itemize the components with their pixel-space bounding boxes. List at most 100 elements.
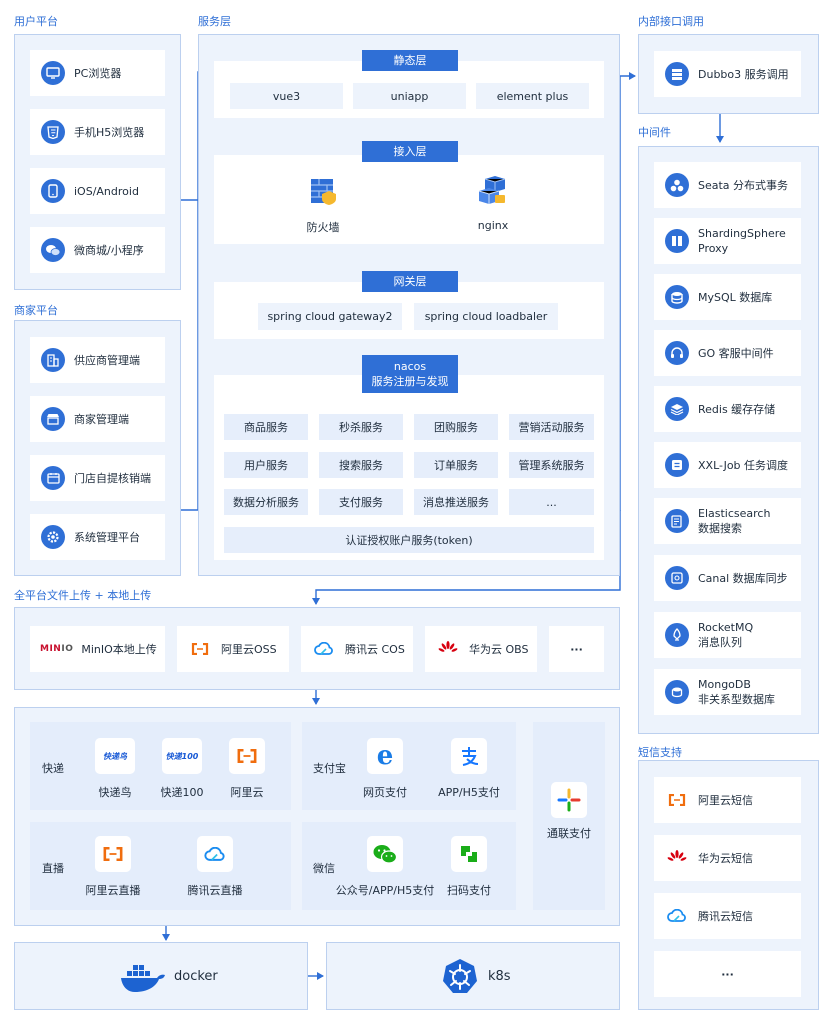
dubbo-item[interactable]: Dubbo3 服务调用 [654, 51, 801, 97]
internal-call-title: 内部接口调用 [638, 15, 704, 28]
gear-icon [41, 525, 65, 549]
nginx-label: nginx [477, 219, 509, 232]
sms-label: 华为云短信 [698, 852, 753, 865]
middleware-sublabel: 非关系型数据库 [698, 693, 775, 706]
static-tech-item[interactable]: vue3 [230, 83, 343, 109]
static-tech-item[interactable]: element plus [476, 83, 589, 109]
docker-icon [119, 960, 167, 994]
nacos-tag: nacos 服务注册与发现 [362, 355, 458, 393]
static-tech-item[interactable]: uniapp [353, 83, 466, 109]
html5-icon [41, 120, 65, 144]
middleware-sublabel: 消息队列 [698, 636, 742, 649]
kuaidiniao-logo: 快递鸟 [95, 738, 135, 774]
allinpay-label: 通联支付 [547, 827, 591, 840]
middleware-label: ShardingSphere [698, 227, 786, 240]
file-upload-label: 华为云 OBS [469, 643, 529, 656]
gateway-layer-tag: 网关层 [362, 271, 458, 292]
middleware-item[interactable]: MySQL 数据库 [654, 274, 801, 320]
wechat-pay-item-label: 扫码支付 [447, 884, 491, 897]
middleware-label: RocketMQ [698, 621, 754, 634]
service-item[interactable]: 订单服务 [414, 452, 498, 478]
file-upload-more[interactable]: ··· [549, 626, 604, 672]
middleware-item[interactable]: MongoDB 非关系型数据库 [654, 669, 801, 715]
leaf-icon [665, 680, 689, 704]
alipay-label: 支付宝 [313, 762, 346, 775]
service-item[interactable]: 用户服务 [224, 452, 308, 478]
service-item[interactable]: 消息推送服务 [414, 489, 498, 515]
service-item[interactable]: 团购服务 [414, 414, 498, 440]
kuaidi100-logo: 快递100 [162, 738, 202, 774]
express-item-label: 阿里云 [230, 786, 264, 799]
web-browser-icon: e [367, 738, 403, 774]
service-item[interactable]: 管理系统服务 [509, 452, 594, 478]
service-item[interactable]: 数据分析服务 [224, 489, 308, 515]
service-item[interactable]: 营销活动服务 [509, 414, 594, 440]
middleware-label: MySQL 数据库 [698, 290, 773, 304]
live-item-label: 阿里云直播 [85, 884, 141, 897]
user-platform-item[interactable]: 微商城/小程序 [30, 227, 165, 273]
sms-item[interactable]: 阿里云短信 [654, 777, 801, 823]
service-layer-title: 服务层 [198, 15, 231, 28]
sms-label: 腾讯云短信 [698, 910, 753, 923]
gateway-tech-item[interactable]: spring cloud gateway2 [258, 303, 402, 330]
file-upload-item[interactable]: 阿里云OSS [177, 626, 289, 672]
middleware-sublabel: 数据搜索 [698, 522, 742, 535]
firewall-icon [307, 175, 339, 207]
merchant-platform-title: 商家平台 [14, 304, 58, 317]
file-upload-item[interactable]: 华为云 OBS [425, 626, 537, 672]
aliyun-icon [665, 788, 689, 812]
huawei-icon [665, 846, 689, 870]
server-icon [665, 62, 689, 86]
middleware-label: MongoDB [698, 678, 751, 691]
live-panel [30, 822, 291, 910]
aliyun-icon [95, 836, 131, 872]
kuaidi100-logo-text: 快递100 [165, 751, 199, 761]
middleware-item[interactable]: RocketMQ 消息队列 [654, 612, 801, 658]
merchant-platform-item[interactable]: 商家管理端 [30, 396, 165, 442]
file-upload-item[interactable]: MINIO MinIO本地上传 [30, 626, 165, 672]
middleware-item[interactable]: Redis 缓存存储 [654, 386, 801, 432]
middleware-item[interactable]: Canal 数据库同步 [654, 555, 801, 601]
sms-title: 短信支持 [638, 746, 682, 759]
merchant-platform-item[interactable]: 供应商管理端 [30, 337, 165, 383]
sms-item[interactable]: 华为云短信 [654, 835, 801, 881]
allinpay-icon [551, 782, 587, 818]
express-label: 快递 [42, 762, 64, 775]
middleware-item[interactable]: Seata 分布式事务 [654, 162, 801, 208]
user-platform-item[interactable]: 手机H5浏览器 [30, 109, 165, 155]
gateway-tech-item[interactable]: spring cloud loadbaler [414, 303, 558, 330]
express-item-label: 快递鸟 [98, 786, 132, 799]
middleware-item[interactable]: XXL-Job 任务调度 [654, 442, 801, 488]
service-item[interactable]: 搜索服务 [319, 452, 403, 478]
search-doc-icon [665, 509, 689, 533]
job-icon [665, 453, 689, 477]
auth-service-item[interactable]: 认证授权账户服务(token) [224, 527, 594, 553]
service-item[interactable]: ... [509, 489, 594, 515]
sms-item[interactable]: 腾讯云短信 [654, 893, 801, 939]
middleware-title: 中间件 [638, 126, 671, 139]
file-upload-item[interactable]: 腾讯云 COS [301, 626, 413, 672]
middleware-item[interactable]: GO 客服中间件 [654, 330, 801, 376]
user-platform-item[interactable]: iOS/Android [30, 168, 165, 214]
service-item[interactable]: 支付服务 [319, 489, 403, 515]
nacos-title: nacos [393, 360, 427, 373]
calendar-icon [41, 466, 65, 490]
docker-label: docker [174, 969, 218, 984]
merchant-platform-item[interactable]: 系统管理平台 [30, 514, 165, 560]
huawei-icon [436, 637, 460, 661]
merchant-platform-item[interactable]: 门店自提核销端 [30, 455, 165, 501]
file-upload-label: 腾讯云 COS [345, 643, 405, 656]
merchant-platform-label: 供应商管理端 [74, 354, 140, 367]
building-icon [41, 348, 65, 372]
middleware-sublabel: Proxy [698, 242, 729, 255]
user-platform-label: 微商城/小程序 [74, 244, 144, 257]
sms-more[interactable]: ··· [654, 951, 801, 997]
static-layer-tag: 静态层 [362, 50, 458, 71]
middleware-label: XXL-Job 任务调度 [698, 458, 789, 472]
user-platform-item[interactable]: PC浏览器 [30, 50, 165, 96]
alipay-item-label: 网页支付 [363, 786, 407, 799]
service-item[interactable]: 商品服务 [224, 414, 308, 440]
service-item[interactable]: 秒杀服务 [319, 414, 403, 440]
